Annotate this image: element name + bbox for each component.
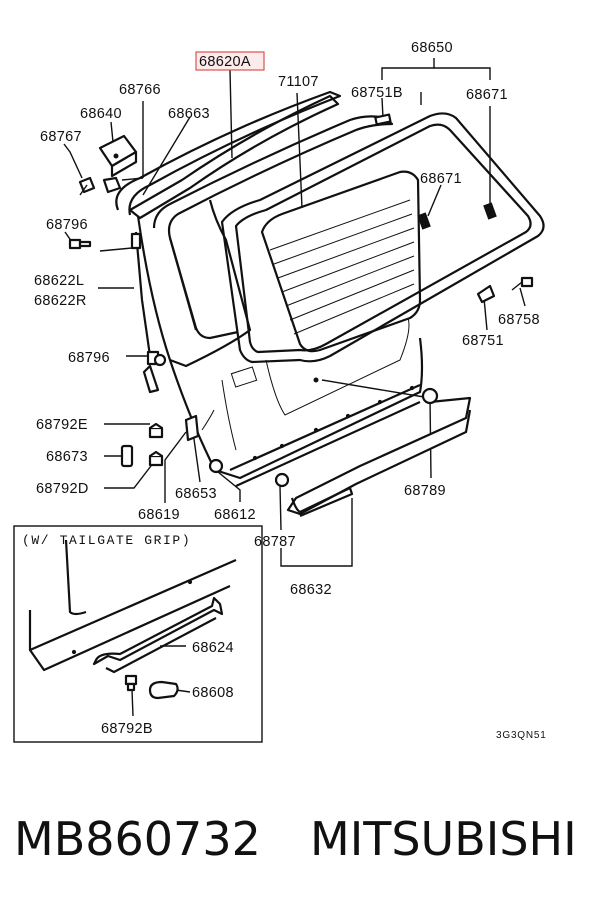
label-68653: 68653 bbox=[175, 486, 217, 502]
label-68789: 68789 bbox=[404, 483, 446, 499]
tailgate-panel bbox=[128, 94, 424, 488]
label-68608: 68608 bbox=[192, 685, 234, 701]
label-71107: 71107 bbox=[278, 74, 319, 90]
label-68619: 68619 bbox=[138, 507, 180, 523]
glass-molding-68650 bbox=[220, 112, 545, 364]
bumper-68612 bbox=[208, 458, 224, 474]
inset-tailgate-grip bbox=[13, 525, 263, 743]
label-68787: 68787 bbox=[254, 534, 296, 550]
weatherstrip-68663 bbox=[115, 90, 342, 216]
label-68624: 68624 bbox=[192, 640, 234, 656]
bolt-68792D bbox=[148, 450, 164, 467]
clip-68789 bbox=[421, 387, 439, 405]
label-68766: 68766 bbox=[119, 82, 161, 98]
label-68767: 68767 bbox=[40, 129, 82, 145]
label-68650: 68650 bbox=[411, 40, 453, 56]
bolt-68796-lower bbox=[153, 353, 167, 367]
label-68758: 68758 bbox=[498, 312, 540, 328]
label-68620A: 68620A bbox=[199, 54, 251, 70]
grommet-68673 bbox=[120, 444, 134, 468]
clip-68671-b bbox=[483, 202, 497, 220]
part-labels: 68620A 68650 71107 68751B 68671 68766 68… bbox=[22, 40, 547, 741]
brand-name: MITSUBISHI bbox=[310, 812, 577, 866]
clip-68787 bbox=[274, 472, 290, 488]
label-68796-upper: 68796 bbox=[46, 217, 88, 233]
garnish-68632 bbox=[286, 396, 472, 518]
highlight-box bbox=[195, 51, 265, 71]
hinge-68640 bbox=[98, 134, 138, 178]
latch-68653 bbox=[184, 409, 215, 442]
label-68796-lower: 68796 bbox=[68, 350, 110, 366]
label-68632: 68632 bbox=[290, 582, 332, 598]
label-68673: 68673 bbox=[46, 449, 88, 465]
tailgate-frame bbox=[152, 115, 394, 340]
bolt-68767 bbox=[78, 176, 96, 196]
clip-68671-a bbox=[417, 212, 431, 230]
label-68792E: 68792E bbox=[36, 417, 88, 433]
label-68671-mid: 68671 bbox=[420, 171, 462, 187]
bolt-68796-upper bbox=[68, 238, 92, 250]
clip-68751B bbox=[374, 113, 392, 126]
clip-68751 bbox=[476, 284, 496, 304]
bolt-68758 bbox=[511, 276, 534, 291]
label-68622L: 68622L bbox=[34, 273, 84, 289]
bolt-68792E bbox=[148, 422, 164, 439]
label-68751B: 68751B bbox=[351, 85, 403, 101]
footer: MB860732 MITSUBISHI bbox=[14, 812, 577, 866]
label-68751: 68751 bbox=[462, 333, 504, 349]
diagram-code: 3G3QN51 bbox=[496, 730, 547, 741]
rear-glass-71107 bbox=[260, 170, 422, 353]
label-68792B: 68792B bbox=[101, 721, 153, 737]
label-68671-top: 68671 bbox=[466, 87, 508, 103]
label-68663: 68663 bbox=[168, 106, 210, 122]
inset-title: (W/ TAILGATE GRIP) bbox=[22, 533, 191, 548]
label-68622R: 68622R bbox=[34, 293, 87, 309]
nut-68766 bbox=[102, 176, 122, 194]
part-number: MB860732 bbox=[14, 812, 261, 866]
label-68792D: 68792D bbox=[36, 481, 89, 497]
tailgate-frame-inner bbox=[168, 237, 198, 331]
label-68640: 68640 bbox=[80, 106, 122, 122]
label-68612: 68612 bbox=[214, 507, 256, 523]
